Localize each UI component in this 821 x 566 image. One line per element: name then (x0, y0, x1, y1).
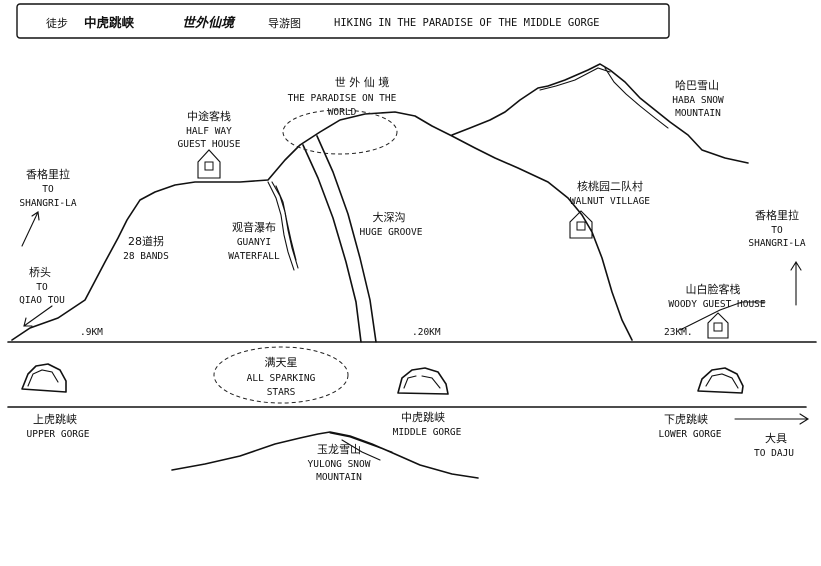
title-english: HIKING IN THE PARADISE OF THE MIDDLE GOR… (334, 17, 600, 29)
shangri-left-label-cn: 香格里拉 (26, 167, 70, 181)
stars-label-cn: 满天星 (265, 356, 298, 369)
distance-23km: 23KM. (664, 327, 693, 338)
rock-icon (697, 367, 744, 394)
yulong-label-en: YULONG SNOW (308, 459, 371, 470)
shangri-left-label-en: TO (42, 184, 54, 195)
qiaotou-label-en: TO (36, 282, 48, 293)
main-ridge-line (11, 111, 633, 341)
stars-oval (213, 346, 349, 404)
title-suffix: 导游图 (268, 17, 301, 30)
upper-gorge-label-cn: 上虎跳峡 (33, 412, 77, 426)
groove-line (316, 135, 377, 343)
daju-label-cn: 大具 (765, 431, 787, 445)
haba-snow-ridge (604, 67, 669, 129)
stars-label-en: ALL SPARKING (247, 373, 316, 384)
arrow-up-left-icon (21, 211, 40, 247)
middle-gorge-label-cn: 中虎跳峡 (401, 410, 445, 424)
distance-20km: .20KM (412, 327, 441, 338)
paradise-label-cn: 世 外 仙 境 (335, 75, 390, 89)
arrow-down-left-icon (23, 305, 53, 327)
yulong-snow-ridge (341, 439, 381, 461)
title-prefix: 徒步 (46, 16, 68, 30)
guanyi-label-cn: 观音瀑布 (232, 220, 276, 234)
paradise-label-en: WORLD (328, 107, 357, 118)
arrow-up-icon (790, 260, 802, 306)
shangri-right-label-cn: 香格里拉 (755, 208, 799, 222)
stars-label-en: STARS (267, 387, 296, 398)
upper-gorge-label-en: UPPER GORGE (27, 429, 90, 440)
bands-label-cn: 28道拐 (128, 234, 164, 248)
lower-gorge-label-cn: 下虎跳峡 (664, 412, 708, 426)
woody-house-icon (707, 312, 729, 339)
woody-label-en: WOODY GUEST HOUSE (668, 299, 766, 310)
title-frame (16, 3, 670, 39)
haba-label-en: MOUNTAIN (675, 108, 721, 119)
woody-label-cn: 山白脸客栈 (686, 282, 741, 296)
rock-icon (21, 363, 67, 393)
right-hill (679, 301, 766, 331)
shangri-right-label-en: TO (771, 225, 783, 236)
groove-line (302, 144, 362, 343)
qiaotou-label-en: QIAO TOU (19, 295, 65, 306)
halfway-label-en: HALF WAY (186, 126, 232, 137)
title-paradise: 世外仙境 (182, 15, 236, 31)
waterfall-line (267, 181, 295, 271)
distance-9km: .9KM (80, 327, 103, 338)
middle-gorge-label-en: MIDDLE GORGE (393, 427, 462, 438)
groove-label-en: HUGE GROOVE (360, 227, 423, 238)
title-gorge: 中虎跳峡 (84, 15, 135, 30)
paradise-oval (282, 109, 398, 155)
shangri-right-label-en: SHANGRI-LA (748, 238, 805, 249)
yulong-label-cn: 玉龙雪山 (317, 443, 361, 456)
haba-snow-ridge (539, 67, 611, 91)
guanyi-label-en: WATERFALL (228, 251, 280, 262)
yulong-mountain-line (171, 431, 479, 479)
walnut-house-icon (569, 210, 593, 239)
groove-label-cn: 大深沟 (373, 210, 406, 224)
haba-label-cn: 哈巴雪山 (675, 79, 719, 92)
shangri-left-label-en: SHANGRI-LA (19, 198, 76, 209)
guanyi-label-en: GUANYI (237, 237, 271, 248)
bands-label-en: 28 BANDS (123, 251, 169, 262)
haba-mountain-line (451, 63, 749, 164)
halfway-house-icon (197, 149, 221, 179)
yulong-label-en: MOUNTAIN (316, 472, 362, 483)
walnut-label-cn: 核桃园二队村 (577, 179, 643, 193)
halfway-label-cn: 中途客栈 (187, 109, 231, 123)
daju-label-en: TO DAJU (754, 448, 794, 459)
paradise-label-en: THE PARADISE ON THE (288, 93, 397, 104)
yulong-snow-ridge (329, 432, 393, 453)
walnut-label-en: WALNUT VILLAGE (570, 196, 650, 207)
rock-icon (397, 367, 449, 395)
qiaotou-label-cn: 桥头 (29, 266, 51, 279)
waterfall-line (275, 185, 297, 261)
lower-gorge-label-en: LOWER GORGE (659, 429, 722, 440)
arrow-right-icon (734, 413, 810, 425)
halfway-label-en: GUEST HOUSE (178, 139, 241, 150)
haba-label-en: HABA SNOW (672, 95, 724, 106)
